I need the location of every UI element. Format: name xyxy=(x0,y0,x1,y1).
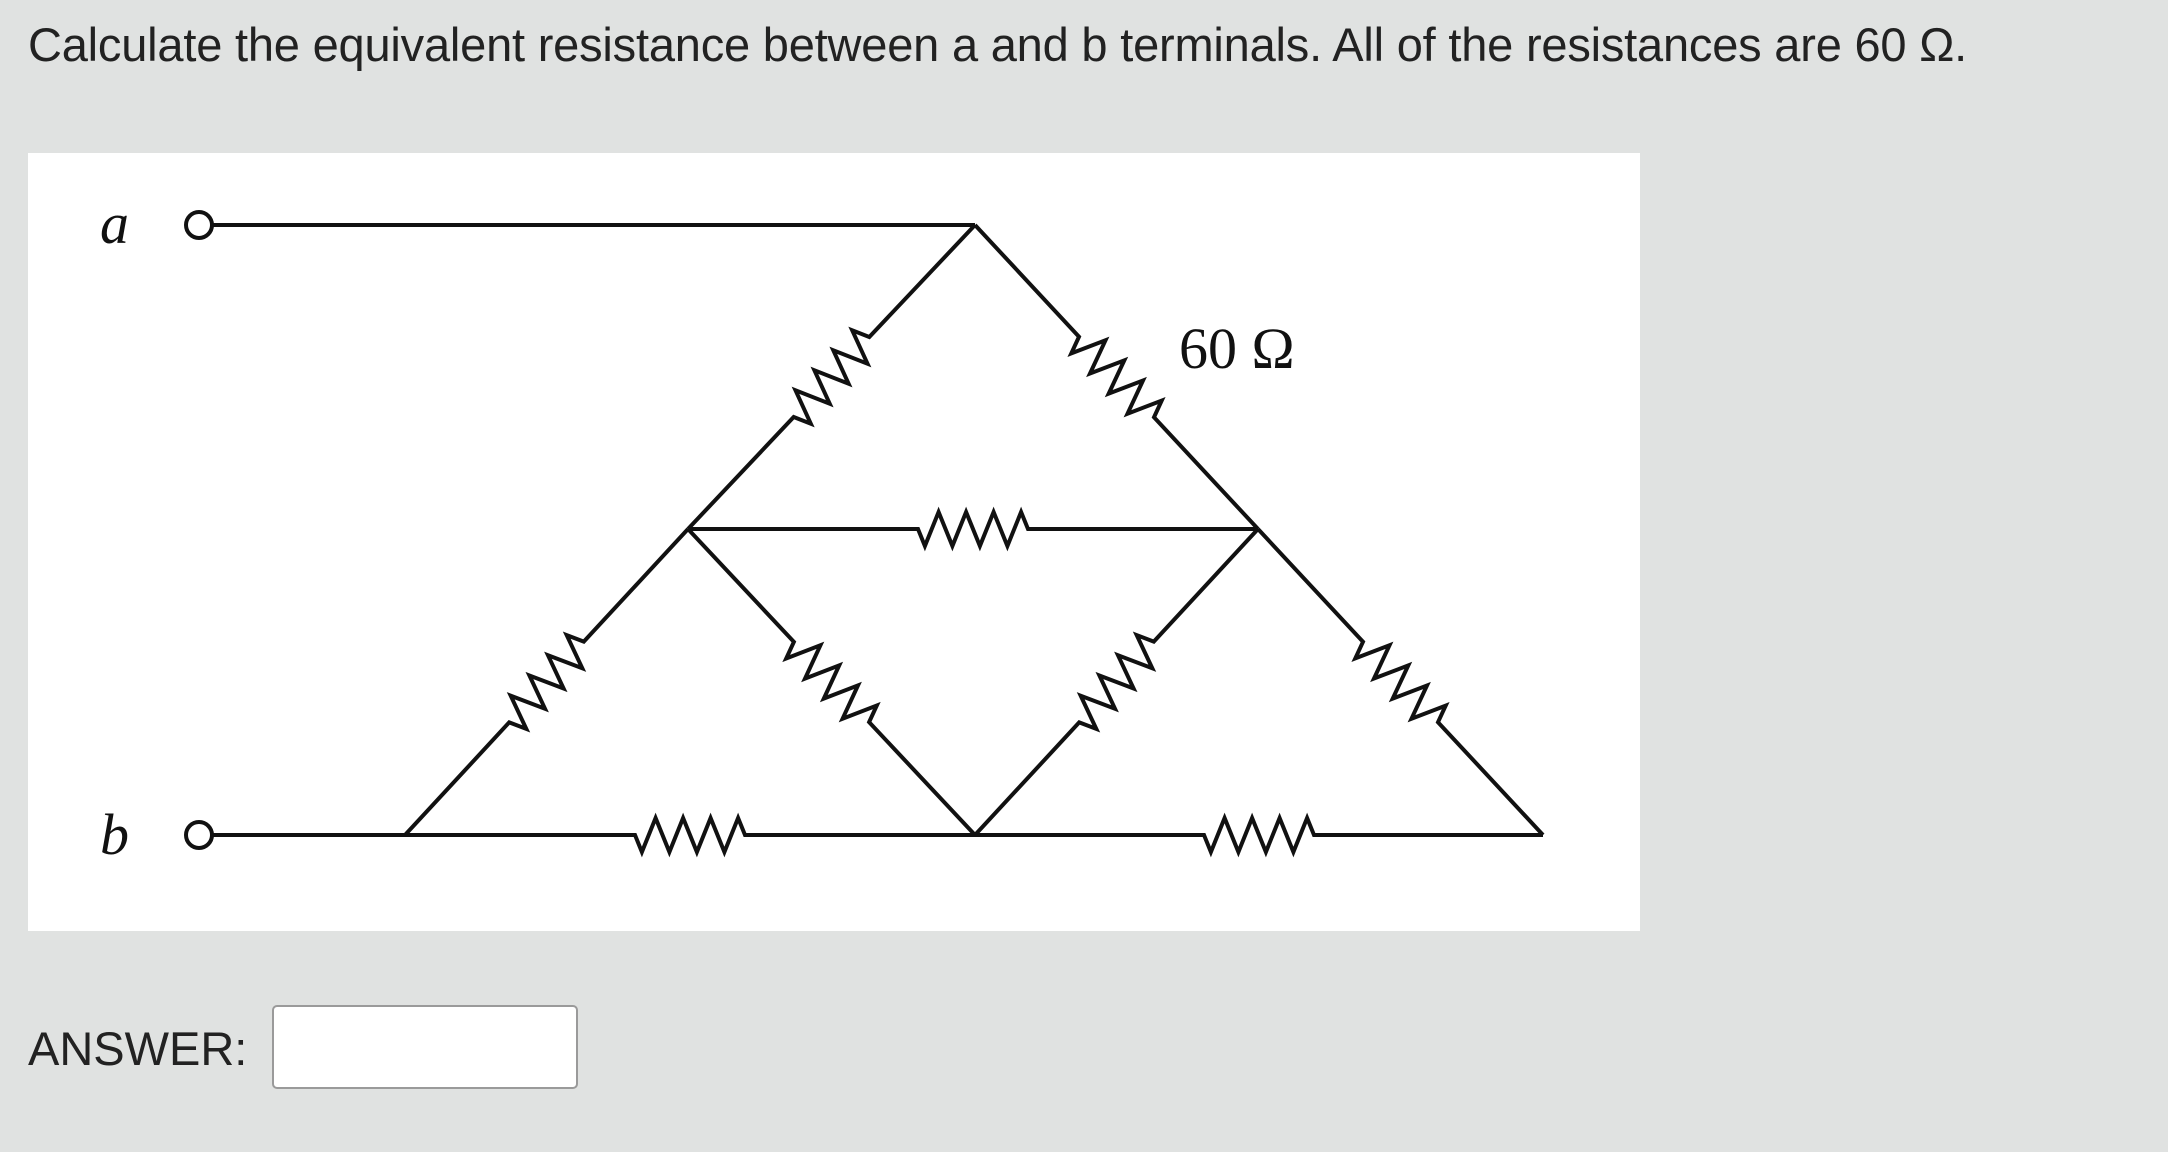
resistor-left-lower xyxy=(403,527,690,837)
resistor-bottom-left xyxy=(405,812,975,858)
resistor-inner-right xyxy=(973,527,1260,837)
terminal-a-label: a xyxy=(100,191,129,256)
terminal-b-label: b xyxy=(100,802,129,867)
resistor-top-left xyxy=(686,223,977,531)
resistor-top-right xyxy=(973,223,1260,531)
question-text: Calculate the equivalent resistance betw… xyxy=(28,18,1968,71)
terminal-a-node xyxy=(184,210,214,240)
resistor-middle-horizontal xyxy=(688,506,1258,552)
terminal-b-node xyxy=(184,820,214,850)
resistor-inner-left xyxy=(686,527,977,837)
resistor-value-label: 60 Ω xyxy=(1179,316,1295,381)
answer-label: ANSWER: xyxy=(28,1022,248,1075)
circuit-figure: a b 60 Ω xyxy=(28,153,1640,931)
answer-input[interactable] xyxy=(272,1005,578,1089)
resistor-right-lower xyxy=(1256,527,1545,837)
circuit-wires xyxy=(212,223,975,837)
circuit-resistors xyxy=(403,223,1545,858)
circuit-diagram: a b 60 Ω xyxy=(100,191,1545,867)
resistor-bottom-right xyxy=(975,812,1543,858)
